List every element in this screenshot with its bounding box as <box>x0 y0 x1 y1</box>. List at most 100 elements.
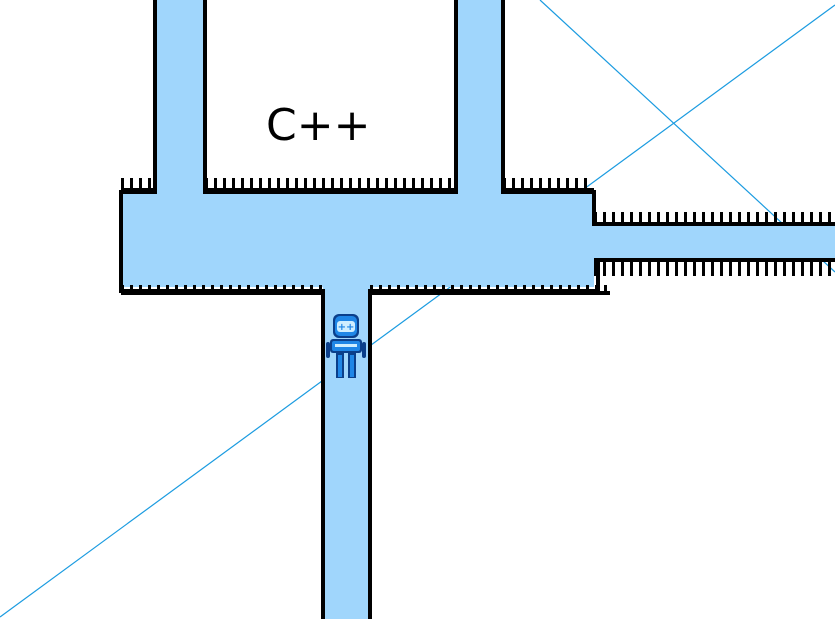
fence-post <box>184 285 187 295</box>
fence-post <box>828 212 831 226</box>
fence-post <box>301 285 304 295</box>
fence-post <box>594 262 597 276</box>
fence-post <box>331 178 334 192</box>
fence-post <box>503 178 506 192</box>
fence-post <box>295 178 298 192</box>
fence-post <box>675 262 678 276</box>
fence-post <box>584 178 587 192</box>
fence-post <box>630 212 633 226</box>
fence-rail-1 <box>121 188 154 192</box>
fence-post <box>139 285 142 295</box>
robot-player-icon[interactable]: ++ <box>326 314 366 378</box>
fence-post <box>603 262 606 276</box>
fence-post <box>385 178 388 192</box>
fence-post <box>711 262 714 276</box>
fence-post <box>277 178 280 192</box>
fence-post <box>657 262 660 276</box>
fence-post <box>322 178 325 192</box>
fence-post <box>229 285 232 295</box>
wall-north-left-inner <box>203 0 458 194</box>
fence-post <box>148 178 151 192</box>
fence-post <box>594 212 597 226</box>
fence-rail-2 <box>205 188 456 192</box>
fence-post <box>421 178 424 192</box>
fence-post <box>250 178 253 192</box>
fence-post <box>756 212 759 226</box>
fence-post <box>783 212 786 226</box>
fence-post <box>756 262 759 276</box>
fence-post <box>376 178 379 192</box>
fence-post <box>469 285 472 295</box>
fence-post <box>702 262 705 276</box>
fence-post <box>792 262 795 276</box>
fence-post <box>774 212 777 226</box>
fence-post <box>304 178 307 192</box>
fence-post <box>521 178 524 192</box>
fence-post <box>530 178 533 192</box>
fence-post <box>720 262 723 276</box>
fence-post <box>792 212 795 226</box>
fence-post <box>274 285 277 295</box>
fence-post <box>523 285 526 295</box>
fence-post <box>379 285 382 295</box>
hall-main <box>121 192 594 287</box>
fence-post <box>559 285 562 295</box>
corridor-north-right <box>456 0 503 196</box>
fence-post <box>370 285 373 295</box>
fence-post <box>286 178 289 192</box>
fence-post <box>442 285 445 295</box>
fence-post <box>319 285 322 295</box>
fence-post <box>205 178 208 192</box>
fence-post <box>232 178 235 192</box>
fence-post <box>828 262 831 276</box>
fence-post <box>241 178 244 192</box>
fence-post <box>765 262 768 276</box>
fence-post <box>403 178 406 192</box>
fence-post <box>729 212 732 226</box>
fence-post <box>566 178 569 192</box>
fence-rail-4 <box>594 222 835 226</box>
fence-post <box>220 285 223 295</box>
fence-post <box>292 285 295 295</box>
fence-post <box>765 212 768 226</box>
corridor-north-left <box>156 0 204 196</box>
fence-post <box>774 262 777 276</box>
fence-post <box>648 262 651 276</box>
fence-post <box>819 212 822 226</box>
fence-post <box>557 178 560 192</box>
fence-post <box>684 212 687 226</box>
fence-post <box>666 212 669 226</box>
fence-post <box>412 178 415 192</box>
fence-post <box>738 262 741 276</box>
fence-post <box>283 285 286 295</box>
fence-post <box>247 285 250 295</box>
fence-post <box>505 285 508 295</box>
fence-post <box>648 212 651 226</box>
fence-post <box>810 212 813 226</box>
fence-post <box>433 285 436 295</box>
fence-post <box>548 178 551 192</box>
fence-post <box>711 212 714 226</box>
fence-post <box>604 285 607 295</box>
corridors <box>121 0 835 619</box>
fence-post <box>595 285 598 295</box>
fence-post <box>193 285 196 295</box>
fence-post <box>568 285 571 295</box>
fence-post <box>801 262 804 276</box>
fence-post <box>693 262 696 276</box>
fence-post <box>801 212 804 226</box>
fence-post <box>268 178 271 192</box>
fence-post <box>612 212 615 226</box>
fence-post <box>397 285 400 295</box>
fence-post <box>358 178 361 192</box>
fence-post <box>514 285 517 295</box>
fence-post <box>349 178 352 192</box>
fence-post <box>139 178 142 192</box>
fence-post <box>256 285 259 295</box>
fence-post <box>439 178 442 192</box>
fence-post <box>211 285 214 295</box>
fence-post <box>747 262 750 276</box>
